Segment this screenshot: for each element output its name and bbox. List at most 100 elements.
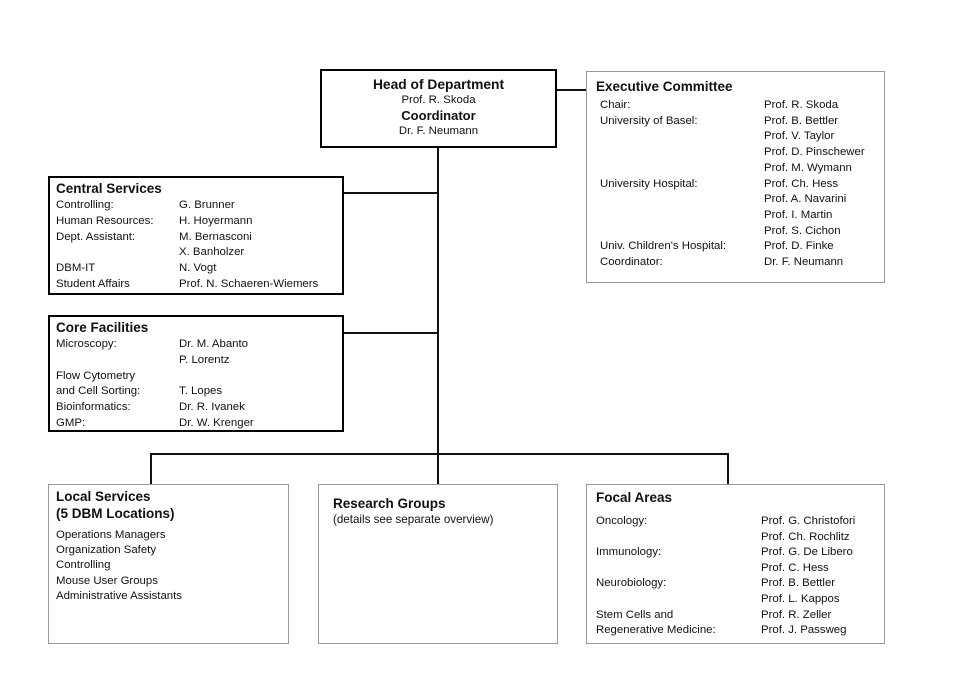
focal-row-label: Neurobiology: [596,577,667,590]
focal-row-value: Prof. G. Christofori [761,515,856,527]
core-row-value: T. Lopes [179,385,223,398]
focal-areas-box: Focal Areas Oncology: Prof. G. Christofor… [586,484,885,644]
exec-row-label: University Hospital: [600,177,698,190]
connector-center-vertical [437,148,439,484]
focal-row: Regenerative Medicine:Prof. J. Passweg [596,623,884,639]
central-row: Student Affairs Prof. N. Schaeren-Wiemers [56,277,342,293]
research-groups-box: Research Groups (details see separate ov… [318,484,558,644]
core-row-label [56,353,179,369]
coordinator-title: Coordinator [401,108,476,123]
list-item: Mouse User Groups [56,574,158,587]
focal-row-value: Prof. L. Kappos [761,592,840,605]
core-facilities-rows: Microscopy:Dr. M. Abanto P. Lorentz Flow… [50,337,342,432]
core-row: Flow Cytometry [56,369,342,385]
core-facilities-title: Core Facilities [56,320,149,335]
exec-row: Prof. I. Martin [600,208,884,224]
exec-row: Prof. S. Cichon [600,224,884,240]
focal-row-value: Prof. G. De Libero [761,546,853,559]
central-row: Human Resources:H. Hoyermann [56,214,342,230]
core-row-label: Bioinformatics: [56,401,131,414]
connector-core-facilities-branch [344,332,437,334]
list-item: Controlling [56,559,111,572]
central-row-value: Prof. N. Schaeren-Wiemers [179,277,319,290]
focal-row: Neurobiology: Prof. B. Bettler [596,576,884,592]
central-row-value: M. Bernasconi [179,230,252,243]
central-services-box: Central Services Controlling:G. Brunner … [48,176,344,295]
central-row-label [56,245,179,261]
local-services-title-line1: Local Services [56,489,151,504]
focal-row: Oncology: Prof. G. Christofori [596,514,884,530]
core-row: Bioinformatics: Dr. R. Ivanek [56,400,342,416]
exec-row-label [600,129,764,145]
list-item: Administrative Assistants [56,589,182,602]
central-row-label: Controlling: [56,199,114,211]
focal-row-value: Prof. J. Passweg [761,624,847,637]
exec-row-value: Prof. A. Navarini [764,193,847,206]
exec-row: Prof. V. Taylor [600,129,884,145]
connector-head-to-executive [557,89,586,91]
central-row: X. Banholzer [56,245,342,261]
central-row-label: Student Affairs [56,277,130,290]
exec-row: University Hospital: Prof. Ch. Hess [600,177,884,193]
core-facilities-box: Core Facilities Microscopy:Dr. M. Abanto… [48,315,344,432]
local-services-title-line2: (5 DBM Locations) [56,505,175,521]
focal-row-label: Stem Cells and [596,608,674,621]
core-row: GMP: Dr. W. Krenger [56,416,342,432]
central-row-label: DBM-IT [56,262,96,275]
focal-row-label: Oncology: [596,515,648,527]
exec-row-label [600,224,764,240]
focal-row-value: Prof. B. Bettler [761,577,836,590]
focal-row-label: Immunology: [596,546,662,559]
head-of-department-person: Prof. R. Skoda [401,94,476,106]
exec-row: Prof. D. Pinschewer [600,145,884,161]
head-of-department-title: Head of Department [372,77,505,92]
exec-row-value: Prof. B. Bettler [764,114,839,127]
connector-stub-focal-areas [727,453,729,484]
executive-committee-title: Executive Committee [596,79,733,94]
central-row-value: X. Banholzer [179,246,245,259]
exec-row-label: Coordinator: [600,256,663,269]
core-row-label: GMP: [56,416,86,429]
connector-stub-local-services [150,453,152,484]
central-row-value: H. Hoyermann [179,214,253,227]
central-row-value: G. Brunner [179,199,235,211]
core-row-value: Dr. W. Krenger [179,416,254,429]
core-row: P. Lorentz [56,353,342,369]
focal-row: Prof. L. Kappos [596,592,884,608]
research-groups-subtitle: (details see separate overview) [333,513,494,526]
focal-row: Prof. Ch. Rochlitz [596,530,884,546]
core-row-value: Dr. R. Ivanek [179,401,245,414]
exec-row-value: Prof. S. Cichon [764,224,841,237]
exec-row: Coordinator: Dr. F. Neumann [600,255,884,271]
connector-central-services-branch [344,192,437,194]
focal-areas-title: Focal Areas [596,490,673,505]
exec-row: University of Basel: Prof. B. Bettler [600,114,884,130]
exec-row-value: Prof. Ch. Hess [764,177,839,190]
core-row-value: Dr. M. Abanto [179,338,249,350]
central-row: Controlling: G. Brunner [56,198,342,214]
exec-row-value: Prof. D. Pinschewer [764,146,865,159]
exec-row: Prof. A. Navarini [600,192,884,208]
exec-row-label [600,208,764,224]
focal-areas-rows: Oncology: Prof. G. Christofori Prof. Ch. … [587,514,884,639]
exec-row-label: Univ. Children's Hospital: [600,240,727,253]
exec-row-label: University of Basel: [600,114,698,127]
focal-row-value: Prof. Ch. Rochlitz [761,530,850,543]
exec-row-value: Prof. D. Finke [764,240,834,253]
focal-row: Prof. C. Hess [596,561,884,577]
local-services-box: Local Services (5 DBM Locations) Operati… [48,484,289,644]
focal-row-value: Prof. R. Zeller [761,608,832,621]
executive-committee-rows: Chair: Prof. R. Skoda University of Basel… [587,98,884,271]
central-services-rows: Controlling: G. Brunner Human Resources:H… [50,198,342,293]
central-row-label: Dept. Assistant: [56,230,136,243]
exec-row-value: Dr. F. Neumann [764,256,844,269]
list-item: Organization Safety [56,544,157,557]
exec-row: Prof. M. Wymann [600,161,884,177]
exec-row-label [600,192,764,208]
core-row-value: P. Lorentz [179,353,230,366]
exec-row-label: Chair: [600,99,631,111]
core-row-label: and Cell Sorting: [56,385,141,398]
exec-row-value: Prof. R. Skoda [764,99,839,111]
